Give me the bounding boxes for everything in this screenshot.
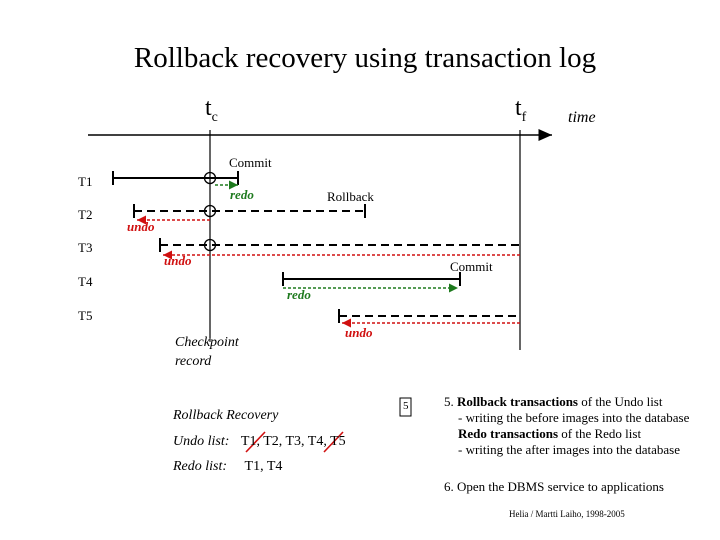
t4-label: T4 (78, 274, 93, 289)
t1-label: T1 (78, 174, 93, 189)
slide-number: 5 (403, 400, 409, 412)
redo-list: Redo list: T1, T4 (173, 459, 282, 475)
recovery-heading: Rollback Recovery (173, 408, 279, 423)
step5-line2: - writing the before images into the dat… (458, 410, 690, 425)
t3-bar (159, 238, 520, 260)
step5-line3: Redo transactions of the Redo list (458, 426, 642, 441)
t5-bar (338, 309, 520, 328)
checkpoint-record-label: Checkpoint record (175, 335, 239, 369)
time-axis-label: time (568, 109, 596, 126)
redo-list-label: Redo list: (173, 459, 228, 474)
t2-label: T2 (78, 207, 93, 222)
t5-label: T5 (78, 308, 93, 323)
step6-note: 6. Open the DBMS service to applications (444, 479, 664, 494)
undo-list: Undo list: T1, T2, T3, T4, T5 (173, 434, 346, 450)
redo-label-t4: redo (287, 287, 311, 302)
undo-label-t3: undo (164, 253, 192, 268)
redo-list-items: T1, T4 (244, 459, 283, 474)
t3-label: T3 (78, 240, 93, 255)
undo-list-items: T1, T2, T3, T4, T5 (240, 434, 346, 449)
undo-label-t2: undo (127, 219, 155, 234)
failure-time-label: tf (515, 95, 527, 125)
undo-label-t5: undo (345, 325, 373, 340)
t2-bar (133, 204, 366, 225)
t4-bar (282, 272, 461, 293)
step5-line4: - writing the after images into the data… (458, 442, 681, 457)
slide-number-box (399, 397, 412, 417)
commit-label-t1: Commit (229, 155, 272, 170)
undo-strike-t4 (323, 431, 344, 453)
undo-list-label: Undo list: (173, 434, 230, 449)
rollback-label: Rollback (327, 189, 374, 204)
undo-strike-t1 (245, 431, 266, 453)
step5-notes: 5. Rollback transactions of the Undo lis… (444, 394, 689, 458)
page-title: Rollback recovery using transaction log (133, 42, 597, 74)
redo-label-t1: redo (230, 187, 254, 202)
commit-label-t4: Commit (450, 259, 493, 274)
footer-credit: Helia / Martti Laiho, 1998-2005 (509, 509, 625, 519)
step5-line1: 5. Rollback transactions of the Undo lis… (444, 394, 663, 409)
t1-bar (112, 171, 239, 190)
checkpoint-time-label: tc (205, 95, 218, 125)
